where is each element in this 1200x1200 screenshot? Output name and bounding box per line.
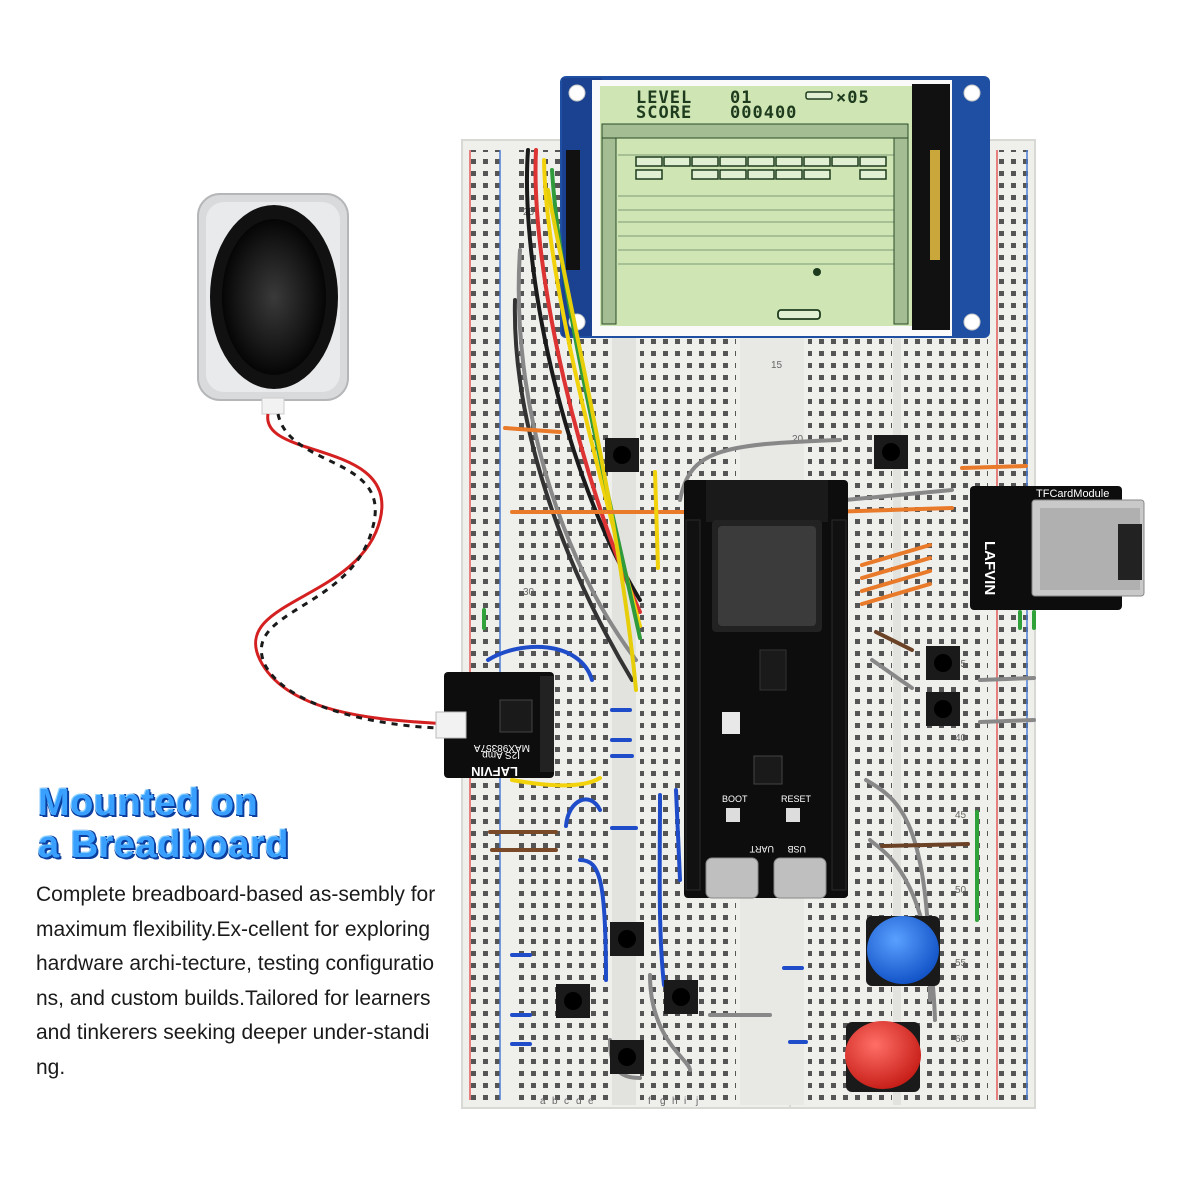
row-number: 30 <box>523 587 535 598</box>
tft-lcd-module: LEVEL 01 ×05 SCORE 000400 <box>560 76 990 338</box>
row-number: 20 <box>792 434 804 445</box>
amp-sub-label: I2S Amp <box>482 749 520 760</box>
row-number: 45 <box>955 810 967 821</box>
column-letter: h <box>672 1096 678 1107</box>
row-number: 35 <box>955 659 967 670</box>
description: Complete breadboard-based as-sembly for … <box>36 883 436 1079</box>
headline-line-1: Mounted on <box>38 782 259 824</box>
headline-line-2: a Breadboard <box>38 824 289 866</box>
level-value: 01 <box>730 88 752 108</box>
tactile-buttons <box>556 435 960 1074</box>
column-letter: j <box>695 1096 698 1107</box>
column-letter: i <box>684 1096 686 1107</box>
lives-count: ×05 <box>836 88 870 108</box>
tfcard-brand: LAFVIN <box>981 541 998 595</box>
column-letter: b <box>552 1096 558 1107</box>
level-label: LEVEL <box>636 88 692 108</box>
i2s-amp-module: MAX98357A I2S Amp LAFVIN <box>435 672 554 779</box>
headline: Mounted on a Breadboard <box>38 782 398 866</box>
tfcard-title: TFCardModule <box>1036 488 1109 500</box>
paddle-lives-icon <box>805 91 833 100</box>
boot-label: BOOT <box>722 794 748 804</box>
row-number: 55 <box>955 958 967 969</box>
column-letter: a <box>540 1096 546 1107</box>
jumper-wires <box>482 148 1036 1080</box>
column-letter: d <box>576 1096 582 1107</box>
usb-c-port-uart <box>705 857 759 899</box>
reset-button <box>786 808 800 822</box>
row-number: 60 <box>955 1034 967 1045</box>
column-letter: e <box>588 1096 594 1107</box>
speaker <box>197 193 349 415</box>
uart-label: UART <box>749 844 774 854</box>
amp-brand: LAFVIN <box>471 764 518 779</box>
score-label: SCORE <box>636 103 692 123</box>
row-number: 40 <box>955 733 967 744</box>
reset-label: RESET <box>781 794 812 804</box>
boot-button <box>726 808 740 822</box>
amp-name: MAX98357A <box>474 742 530 753</box>
row-number: 15 <box>771 360 783 371</box>
tfcard-module: TFCardModule LAFVIN <box>970 486 1145 610</box>
speaker-wire <box>254 413 445 730</box>
column-letter: c <box>564 1096 569 1107</box>
esp32-dev-board: BOOT RESET UART USB <box>684 480 848 899</box>
score-value: 000400 <box>730 103 797 123</box>
big-buttons <box>845 916 940 1092</box>
row-number: 50 <box>955 885 967 896</box>
usb-c-port-usb <box>773 857 827 899</box>
column-letter: g <box>660 1096 666 1107</box>
column-letter: f <box>648 1096 651 1107</box>
usb-label: USB <box>787 844 806 854</box>
